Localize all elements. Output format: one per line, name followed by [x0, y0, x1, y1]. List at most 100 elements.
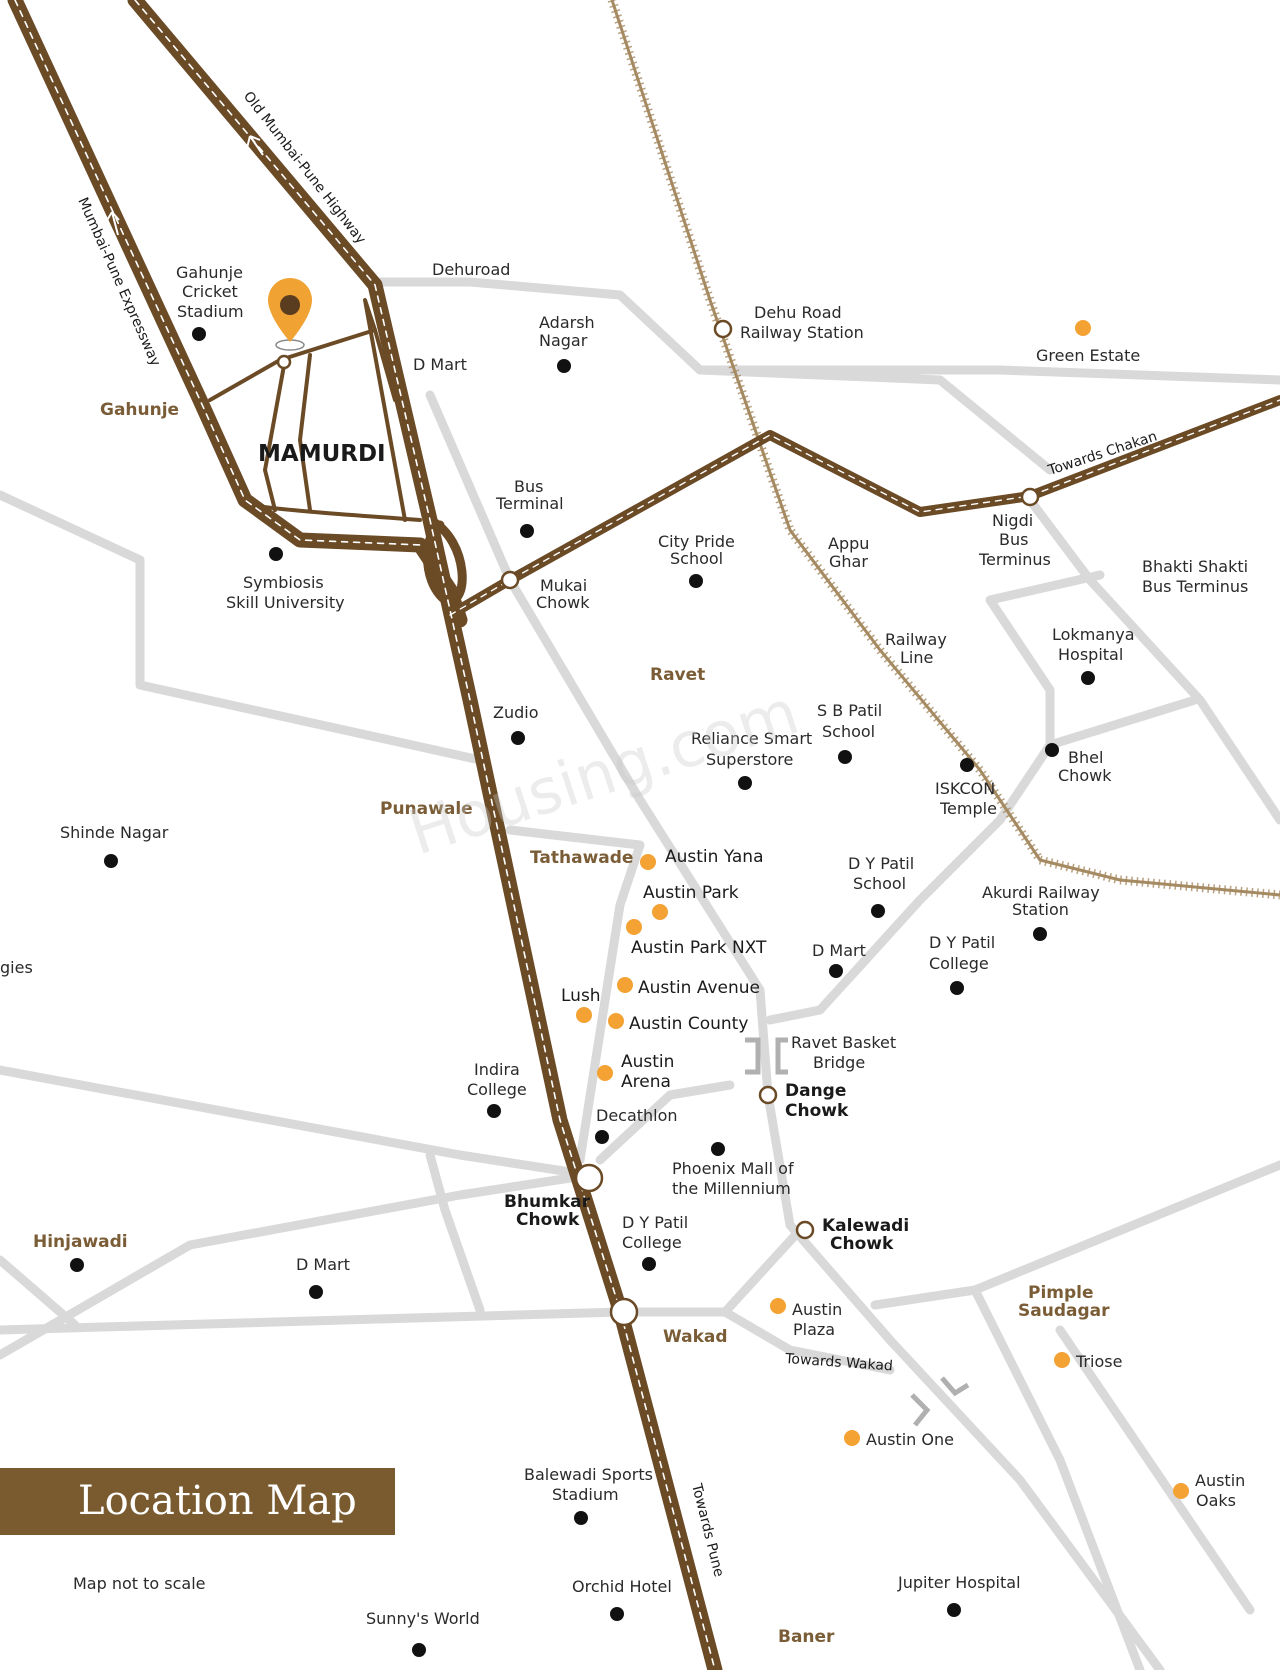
- landmark-label: Reliance Smart: [691, 729, 812, 748]
- landmark-label: D Mart: [413, 355, 467, 374]
- landmark-dot: [711, 1142, 725, 1156]
- node-bhumkar-chowk: [574, 1163, 604, 1193]
- landmark-label: College: [622, 1233, 682, 1252]
- project-dot: [844, 1430, 860, 1446]
- landmark-label: Skill University: [226, 593, 345, 612]
- landmark-label: Ghar: [829, 552, 868, 571]
- project-dot: [640, 854, 656, 870]
- road-dehuroad: [365, 277, 1055, 475]
- arrow-up-icon: [105, 211, 120, 236]
- road-top-right: [695, 365, 1280, 385]
- node-label-mukai-2: Chowk: [536, 593, 590, 612]
- landmark-dot: [309, 1285, 323, 1299]
- landmark-label: Superstore: [706, 750, 793, 769]
- node-label-nigdi-2: Bus: [999, 530, 1028, 549]
- landmark-label: the Millennium: [672, 1179, 791, 1198]
- area-gies: gies: [0, 958, 33, 977]
- landmark-dot: [689, 574, 703, 588]
- node-label-kalewadi-2: Chowk: [830, 1234, 894, 1254]
- landmark-label: Bhakti Shakti: [1142, 557, 1248, 576]
- landmark-dot: [104, 854, 118, 868]
- landmark-dot: [610, 1607, 624, 1621]
- road-hinjawadi-inner: [0, 1150, 485, 1330]
- landmark-label: Terminal: [495, 494, 564, 513]
- node-label-kalewadi-1: Kalewadi: [822, 1216, 909, 1236]
- bridge-icon: [745, 1037, 788, 1075]
- road-lokmanya: [985, 570, 1200, 750]
- landmark-label: D Mart: [296, 1255, 350, 1274]
- node-wakad: [609, 1297, 639, 1327]
- landmark-dot: [950, 981, 964, 995]
- road-bhumkar-west: [0, 1065, 595, 1180]
- landmark-label: D Mart: [812, 941, 866, 960]
- landmark-dot: [574, 1511, 588, 1525]
- project-label: Austin Park NXT: [631, 938, 767, 958]
- mamurdi-local-roads: [208, 298, 422, 522]
- project-label: Austin Avenue: [638, 978, 760, 998]
- node-label-bhumkar-2: Chowk: [516, 1210, 580, 1230]
- landmark-dot: [192, 327, 206, 341]
- landmark-label: Hospital: [1058, 645, 1123, 664]
- road-bhel-south: [765, 740, 1055, 1025]
- project-label: Austin: [1195, 1471, 1245, 1490]
- landmark-label: D Y Patil: [622, 1213, 688, 1232]
- bridge-icon: [910, 1376, 970, 1427]
- landmark-dot: [871, 904, 885, 918]
- landmark-label: College: [929, 954, 989, 973]
- project-label: Austin: [792, 1300, 842, 1319]
- landmark-dot: [1045, 743, 1059, 757]
- landmark-dot: [511, 731, 525, 745]
- area-ravet: Ravet: [650, 665, 705, 685]
- node-label-nigdi-3: Terminus: [978, 550, 1051, 569]
- road-label-railway-1: Railway: [885, 630, 947, 649]
- landmark-label: Adarsh: [539, 313, 595, 332]
- scale-note: Map not to scale: [73, 1574, 206, 1593]
- road-right-diag: [1055, 1325, 1255, 1615]
- node-dange-chowk: [758, 1085, 778, 1105]
- road-pimple-south: [970, 1285, 1145, 1670]
- landmark-dot: [947, 1603, 961, 1617]
- project-label: Arena: [621, 1072, 671, 1092]
- project-dot: [770, 1298, 786, 1314]
- project-label: Austin: [621, 1052, 674, 1072]
- landmark-label: Bridge: [813, 1053, 865, 1072]
- project-labels: Austin Yana Austin Park Austin Park NXT …: [561, 847, 1245, 1510]
- landmark-label: D Y Patil: [848, 854, 914, 873]
- landmark-dot: [412, 1643, 426, 1657]
- landmark-label: Stadium: [177, 302, 244, 321]
- railway-line: [607, 0, 1280, 900]
- area-gahunje: Gahunje: [100, 400, 179, 420]
- node-nigdi: [1020, 487, 1040, 507]
- landmark-label: City Pride: [658, 532, 735, 551]
- landmark-label: Lokmanya: [1052, 625, 1135, 644]
- landmark-label: Ravet Basket: [791, 1033, 896, 1052]
- old-highway-loop: [423, 515, 467, 606]
- area-tathawade: Tathawade: [530, 848, 633, 868]
- area-dehuroad: Dehuroad: [432, 260, 510, 279]
- area-hinjawadi: Hinjawadi: [33, 1232, 128, 1252]
- node-label-bhumkar-1: Bhumkar: [504, 1192, 591, 1212]
- landmark-label: Temple: [939, 799, 997, 818]
- project-label: Oaks: [1196, 1491, 1236, 1510]
- road-tathawade: [505, 825, 645, 1165]
- landmark-label: Decathlon: [596, 1106, 678, 1125]
- project-label: Plaza: [793, 1320, 835, 1339]
- project-dot: [576, 1007, 592, 1023]
- direction-arrows: [105, 135, 264, 236]
- landmark-dot: [738, 776, 752, 790]
- road-label-railway-2: Line: [900, 648, 933, 667]
- landmark-label: Bhel: [1068, 748, 1103, 767]
- project-label: Lush: [561, 986, 601, 1006]
- landmark-label: School: [670, 549, 723, 568]
- road-left-upper: [0, 490, 485, 765]
- landmark-dot: [838, 750, 852, 764]
- area-baner: Baner: [778, 1627, 835, 1647]
- landmark-label: Nagar: [539, 331, 588, 350]
- project-label: Triose: [1075, 1352, 1122, 1371]
- landmark-label: Appu: [828, 534, 869, 553]
- landmark-label: Bus Terminus: [1142, 577, 1248, 596]
- landmark-label: Station: [1012, 900, 1069, 919]
- node-label-dehu-1: Dehu Road: [754, 303, 842, 322]
- project-dots: [576, 320, 1189, 1499]
- landmark-dot: [70, 1258, 84, 1272]
